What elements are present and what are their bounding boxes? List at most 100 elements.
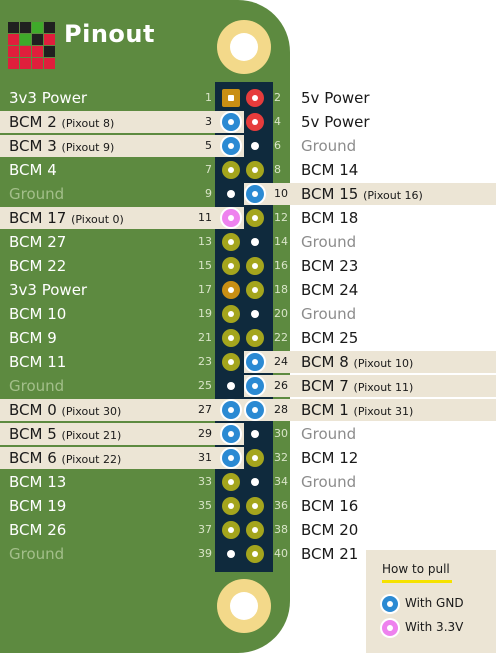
power-3v3-pin-icon[interactable] [222,89,240,107]
left-pin-name[interactable]: BCM 2 (Pixout 8) [9,113,114,131]
gpio-pin-icon[interactable] [222,497,240,515]
right-pin-name[interactable]: Ground [301,305,356,323]
pixout-label: (Pixout 11) [353,381,414,394]
left-pin-name[interactable]: Ground [9,545,64,563]
pull-down-pin-icon[interactable] [246,185,264,203]
pin-label: BCM 23 [301,257,359,275]
left-pin-name[interactable]: Ground [9,377,64,395]
pixout-label: (Pixout 10) [353,357,414,370]
right-pin-name[interactable]: BCM 14 [301,161,358,179]
power-5v-pin-icon[interactable] [246,113,264,131]
ground-pin-icon[interactable] [246,305,264,323]
left-pin-name[interactable]: BCM 0 (Pixout 30) [9,401,121,419]
left-pin-number: 25 [198,379,212,392]
right-pin-name[interactable]: Ground [301,233,356,251]
left-pin-name[interactable]: BCM 10 [9,305,66,323]
ground-pin-icon[interactable] [222,185,240,203]
left-pin-name[interactable]: BCM 22 [9,257,66,275]
gpio-pin-icon[interactable] [246,209,264,227]
left-pin-name[interactable]: BCM 3 (Pixout 9) [9,137,114,155]
gpio-pin-icon[interactable] [222,233,240,251]
right-pin-name[interactable]: BCM 12 [301,449,358,467]
gpio-pin-icon[interactable] [246,257,264,275]
right-pin-name[interactable]: BCM 20 [301,521,358,539]
right-pin-name[interactable]: BCM 24 [301,281,358,299]
left-pin-name[interactable]: 3v3 Power [9,281,87,299]
pull-down-pin-icon[interactable] [222,401,240,419]
ground-pin-icon[interactable] [246,473,264,491]
right-pin-name[interactable]: BCM 15 (Pixout 16) [301,185,423,203]
right-pin-number: 30 [274,427,288,440]
left-pin-highlight [0,135,244,157]
right-pin-name[interactable]: BCM 16 [301,497,358,515]
gpio-pin-icon[interactable] [246,281,264,299]
left-pin-number: 33 [198,475,212,488]
right-pin-name[interactable]: 5v Power [301,89,370,107]
power-3v3-pin-icon[interactable] [222,281,240,299]
left-pin-number: 35 [198,499,212,512]
ground-pin-icon[interactable] [246,137,264,155]
right-pin-name[interactable]: BCM 8 (Pixout 10) [301,353,413,371]
right-pin-name[interactable]: BCM 23 [301,257,358,275]
right-pin-name[interactable]: BCM 25 [301,329,358,347]
right-pin-name[interactable]: 5v Power [301,113,370,131]
pull-down-pin-icon[interactable] [222,137,240,155]
gpio-pin-icon[interactable] [246,497,264,515]
gpio-pin-icon[interactable] [222,305,240,323]
gpio-pin-icon[interactable] [222,161,240,179]
ground-pin-icon[interactable] [222,545,240,563]
right-pin-name[interactable]: Ground [301,473,356,491]
gpio-pin-icon[interactable] [246,161,264,179]
left-pin-name[interactable]: BCM 27 [9,233,66,251]
right-pin-name[interactable]: Ground [301,137,356,155]
left-pin-number: 31 [198,451,212,464]
left-pin-name[interactable]: BCM 26 [9,521,66,539]
ground-pin-icon[interactable] [246,233,264,251]
left-pin-name[interactable]: BCM 17 (Pixout 0) [9,209,124,227]
gpio-pin-icon[interactable] [246,521,264,539]
pull-down-pin-icon[interactable] [246,377,264,395]
left-pin-name[interactable]: BCM 19 [9,497,66,515]
left-pin-name[interactable]: BCM 4 [9,161,57,179]
pixout-label: (Pixout 8) [61,117,115,130]
pull-up-pin-icon[interactable] [222,209,240,227]
gpio-pin-icon[interactable] [222,353,240,371]
power-5v-pin-icon[interactable] [246,89,264,107]
left-pin-highlight [0,423,244,445]
left-pin-name[interactable]: BCM 6 (Pixout 22) [9,449,121,467]
right-pin-name[interactable]: Ground [301,425,356,443]
pull-down-pin-icon[interactable] [222,449,240,467]
right-pin-name[interactable]: BCM 18 [301,209,358,227]
app-title: Pinout [64,20,155,48]
gpio-pin-icon[interactable] [246,545,264,563]
gpio-pin-icon[interactable] [222,473,240,491]
gpio-pin-icon[interactable] [222,257,240,275]
right-pin-name[interactable]: BCM 7 (Pixout 11) [301,377,413,395]
gpio-pin-icon[interactable] [246,329,264,347]
gpio-pin-icon[interactable] [222,329,240,347]
ground-pin-icon[interactable] [246,425,264,443]
left-pin-name[interactable]: BCM 5 (Pixout 21) [9,425,121,443]
pixout-label: (Pixout 9) [61,141,115,154]
pull-down-pin-icon[interactable] [246,353,264,371]
pull-down-pin-icon[interactable] [246,401,264,419]
pin-label: BCM 13 [9,473,67,491]
pin-label: BCM 19 [9,497,67,515]
pull-down-pin-icon[interactable] [222,425,240,443]
left-pin-name[interactable]: Ground [9,185,64,203]
left-pin-name[interactable]: 3v3 Power [9,89,87,107]
left-pin-name[interactable]: BCM 13 [9,473,66,491]
pull-down-pin-icon[interactable] [222,113,240,131]
ground-pin-icon[interactable] [222,377,240,395]
right-pin-name[interactable]: BCM 21 [301,545,358,563]
left-pin-name[interactable]: BCM 9 [9,329,57,347]
gpio-pin-icon[interactable] [246,449,264,467]
pixout-label: (Pixout 0) [71,213,124,226]
right-pin-name[interactable]: BCM 1 (Pixout 31) [301,401,413,419]
left-pin-highlight [0,207,244,229]
left-pin-name[interactable]: BCM 11 [9,353,66,371]
gpio-pin-icon[interactable] [222,521,240,539]
legend-title: How to pull [382,562,450,576]
